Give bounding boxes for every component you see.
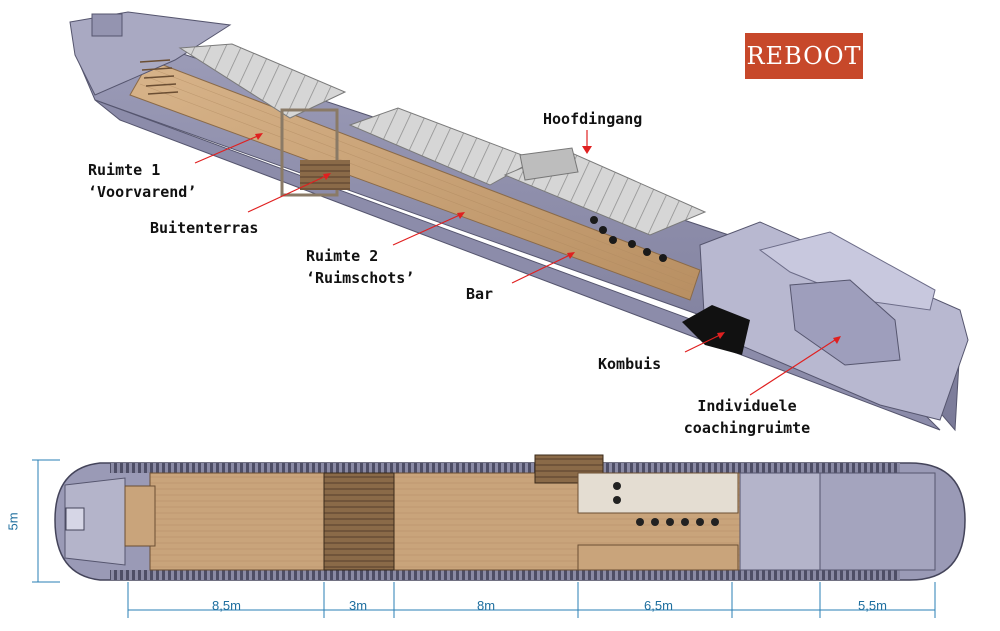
bow-box (91, 13, 123, 37)
label-coaching-line2: coachingruimte (683, 419, 811, 437)
dim-segment-5: 5,5m (858, 598, 887, 613)
dim-segment-2: 3m (349, 598, 368, 613)
dim-segment-4: 6,5m (644, 598, 673, 613)
label-buitenterras: Buitenterras (150, 219, 259, 237)
plan-bar-counter (577, 472, 739, 514)
pointer-heads (255, 133, 841, 344)
bow-stairs (139, 59, 179, 95)
kombuis-area (682, 305, 750, 355)
plan-bow-hatch (65, 507, 85, 531)
entrance-block (519, 147, 579, 181)
label-ruimte1-name: ‘Voorvarend’ (88, 183, 197, 201)
plan-bar-seating (577, 544, 739, 571)
plan-bow-deck (64, 477, 126, 566)
label-ruimte1: Ruimte 1 (88, 161, 161, 179)
pointer-lines (194, 130, 839, 396)
plan-bow-stairs (124, 485, 156, 547)
plan-bar-stools (613, 482, 719, 526)
dim-width: 5m (5, 512, 21, 531)
label-bar: Bar (466, 285, 494, 303)
bar-stools (590, 216, 667, 262)
label-ruimte2: Ruimte 2 (306, 247, 379, 265)
boat-plan-view (32, 454, 966, 618)
dim-segment-3: 8m (477, 598, 496, 613)
boat-3d-view (69, 11, 969, 432)
reboot-logo: REBOOT (745, 33, 863, 79)
dim-segment-1: 8,5m (212, 598, 241, 613)
plan-stern-mid (739, 472, 821, 571)
plan-rail-bottom (110, 570, 900, 580)
plan-stern-end (819, 472, 936, 571)
buitenterras-frame (280, 108, 339, 197)
roof-panel-1 (178, 43, 347, 119)
label-kombuis: Kombuis (598, 355, 662, 373)
label-hoofdingang: Hoofdingang (543, 110, 643, 128)
label-ruimte2-name: ‘Ruimschots’ (306, 269, 415, 287)
label-coaching-line1: Individuele (697, 397, 797, 415)
coaching-room (789, 279, 901, 366)
length-dim-ticks (127, 582, 936, 618)
plan-buitenterras (323, 472, 395, 571)
stern-cabin-top (758, 231, 936, 311)
plan-rail-top (110, 463, 900, 473)
